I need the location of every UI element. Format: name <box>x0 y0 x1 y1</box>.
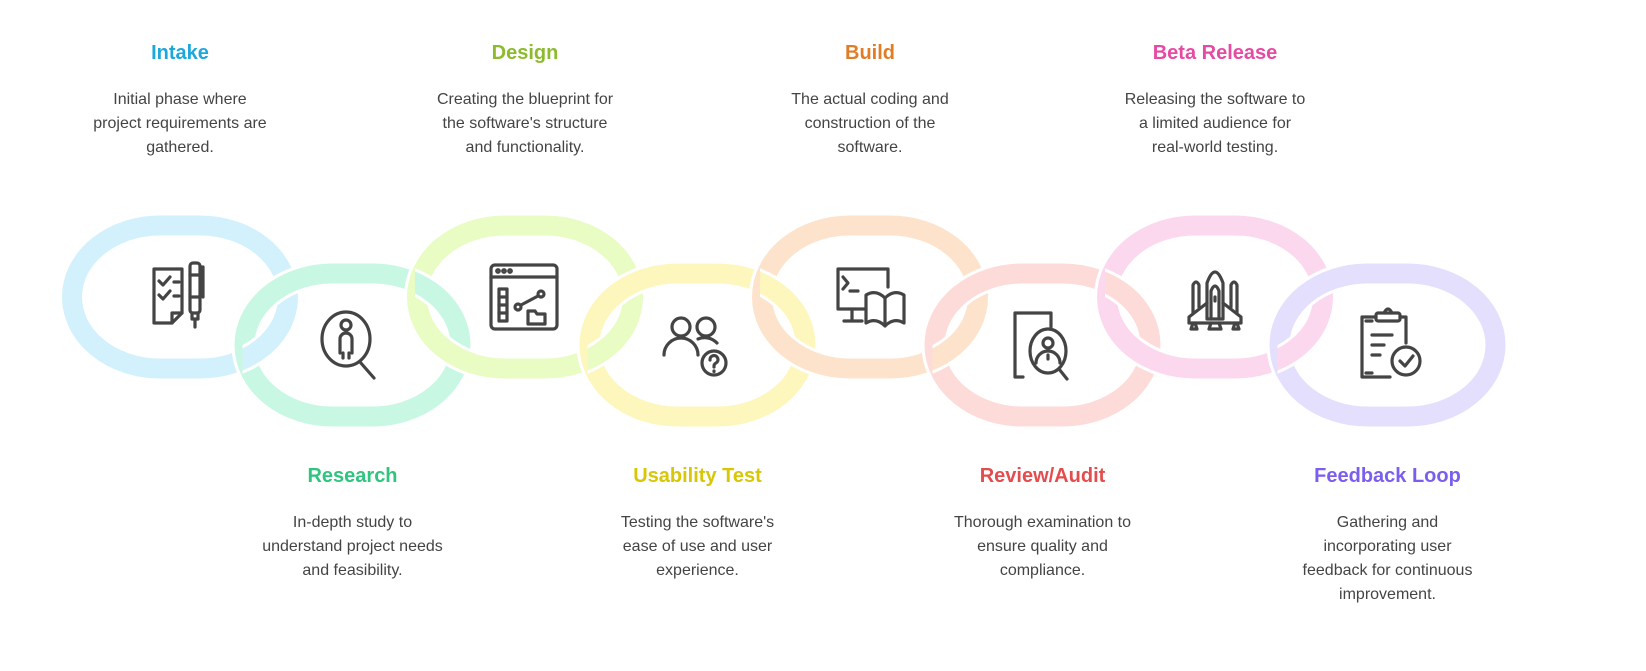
description-line: software. <box>837 139 903 156</box>
step-title: Usability Test <box>633 465 762 487</box>
description-line: Thorough examination to <box>954 514 1131 531</box>
step-title: Research <box>307 465 398 487</box>
description-line: the software's structure <box>442 115 608 132</box>
step-title: Intake <box>151 42 209 64</box>
description-line: and functionality. <box>465 139 585 156</box>
description-line: experience. <box>656 562 739 579</box>
description-line: In-depth study to <box>292 514 413 531</box>
description-line: Gathering and <box>1336 514 1439 531</box>
description-line: and feasibility. <box>302 562 403 579</box>
description-line: construction of the <box>804 115 936 132</box>
browser-design-icon <box>485 257 565 337</box>
step-description: Thorough examination to ensure quality an… <box>923 511 1163 583</box>
space-shuttle-icon <box>1175 257 1255 337</box>
step-title: Build <box>845 42 895 64</box>
description-line: The actual coding and <box>791 91 949 108</box>
users-question-icon <box>658 305 738 385</box>
step-description: Gathering and incorporating user feedback … <box>1268 511 1508 607</box>
description-line: gathered. <box>146 139 214 156</box>
description-line: ensure quality and <box>977 538 1108 555</box>
description-line: feedback for continuous <box>1302 562 1473 579</box>
clipboard-check-icon <box>1348 305 1428 385</box>
description-line: compliance. <box>999 562 1086 579</box>
person-search-icon <box>313 305 393 385</box>
description-line: a limited audience for <box>1138 115 1292 132</box>
step-title: Design <box>491 42 559 64</box>
step-description: Creating the blueprint for the software's… <box>405 88 645 160</box>
step-description: Initial phase where project requirements … <box>60 88 300 160</box>
checklist-pen-icon <box>140 257 220 337</box>
description-line: improvement. <box>1339 586 1436 603</box>
step-title: Review/Audit <box>979 465 1106 487</box>
description-line: Creating the blueprint for <box>436 91 614 108</box>
step-description: Releasing the software to a limited audie… <box>1095 88 1335 160</box>
step-title: Feedback Loop <box>1314 465 1461 487</box>
step-title: Beta Release <box>1152 42 1278 64</box>
description-line: Testing the software's <box>620 514 775 531</box>
description-line: real-world testing. <box>1151 139 1279 156</box>
description-line: Releasing the software to <box>1124 91 1306 108</box>
description-line: ease of use and user <box>622 538 773 555</box>
step-description: In-depth study to understand project need… <box>233 511 473 583</box>
description-line: incorporating user <box>1323 538 1452 555</box>
step-description: Testing the software's ease of use and us… <box>578 511 818 583</box>
computer-book-icon <box>830 257 910 337</box>
description-line: project requirements are <box>93 115 267 132</box>
document-search-icon <box>1003 305 1083 385</box>
step-description: The actual coding and construction of the… <box>750 88 990 160</box>
description-line: understand project needs <box>262 538 443 555</box>
description-line: Initial phase where <box>113 91 247 108</box>
